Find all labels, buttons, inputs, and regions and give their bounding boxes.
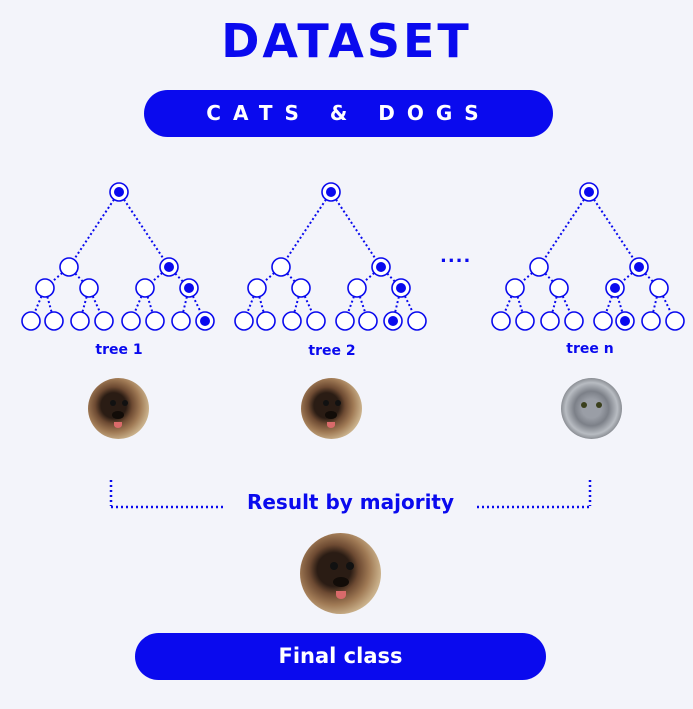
tree-node-active-marker [376, 262, 386, 272]
final-dog-photo [300, 533, 381, 614]
dog-snout [325, 411, 337, 419]
page-title: DATASET [221, 14, 472, 68]
dog-eye [122, 400, 128, 406]
tree-node-active-marker [396, 283, 406, 293]
tree-leaf-node [641, 311, 661, 331]
tree-node [79, 278, 99, 298]
tree-leaf-node [256, 311, 276, 331]
tree-leaf-node [70, 311, 90, 331]
dog-eye [110, 400, 116, 406]
tree-node [35, 278, 55, 298]
tree-leaf-node [94, 311, 114, 331]
dog-snout [112, 411, 124, 419]
tree-1-label: tree 1 [95, 342, 143, 358]
tree-leaf-node [540, 311, 560, 331]
tree-n-label: tree n [566, 341, 614, 357]
tree-n-cat-photo [561, 378, 622, 439]
tree-leaf-node [491, 311, 511, 331]
tree-node [247, 278, 267, 298]
tree-edge [280, 191, 332, 268]
dog-tongue [114, 422, 122, 428]
tree-leaf-node [44, 311, 64, 331]
tree-leaf-node [335, 311, 355, 331]
dog-tongue [336, 591, 346, 599]
tree-leaf-node [564, 311, 584, 331]
tree-node [347, 278, 367, 298]
tree-leaf-node [306, 311, 326, 331]
tree-node [271, 257, 291, 277]
tree-node-active-marker [184, 283, 194, 293]
tree-leaf-node-active-marker [200, 316, 210, 326]
tree-node-active-marker [164, 262, 174, 272]
tree-edge [68, 191, 120, 268]
tree-node-active-marker [634, 262, 644, 272]
final-class-pill: Final class [135, 633, 546, 680]
tree-2-dog-photo [301, 378, 362, 439]
tree-leaf-node [282, 311, 302, 331]
tree-node [505, 278, 525, 298]
tree-leaf-node-active-marker [388, 316, 398, 326]
dog-eye [330, 562, 338, 570]
tree-1-dog-photo [88, 378, 149, 439]
tree-2-graph [234, 182, 427, 331]
tree-edge [538, 191, 590, 268]
dog-snout [333, 577, 349, 587]
tree-node [291, 278, 311, 298]
tree-leaf-node [171, 311, 191, 331]
tree-node [549, 278, 569, 298]
tree-edge [330, 191, 382, 268]
tree-1-graph [21, 182, 215, 331]
tree-leaf-node [21, 311, 41, 331]
tree-node [135, 278, 155, 298]
tree-leaf-node [121, 311, 141, 331]
tree-leaf-node [145, 311, 165, 331]
tree-leaf-node [665, 311, 685, 331]
tree-leaf-node [407, 311, 427, 331]
dog-eye [335, 400, 341, 406]
tree-edge [118, 191, 170, 268]
tree-node [59, 257, 79, 277]
result-by-majority-label: Result by majority [246, 490, 455, 514]
cat-eye [596, 402, 602, 408]
majority-bracket [109, 480, 592, 509]
tree-root-node-active-marker [114, 187, 124, 197]
dog-eye [346, 562, 354, 570]
tree-leaf-node [234, 311, 254, 331]
tree-leaf-node [358, 311, 378, 331]
dog-tongue [327, 422, 335, 428]
tree-2-label: tree 2 [308, 343, 356, 359]
tree-root-node-active-marker [326, 187, 336, 197]
tree-leaf-node [593, 311, 613, 331]
dataset-pill: CATS & DOGS [144, 90, 553, 137]
tree-edge [588, 191, 640, 268]
tree-leaf-node [515, 311, 535, 331]
cat-eye [581, 402, 587, 408]
tree-leaf-node-active-marker [620, 316, 630, 326]
tree-node [529, 257, 549, 277]
tree-node [649, 278, 669, 298]
ellipsis: .... [440, 246, 472, 267]
tree-node-active-marker [610, 283, 620, 293]
tree-root-node-active-marker [584, 187, 594, 197]
dog-eye [323, 400, 329, 406]
tree-n-graph [491, 182, 685, 331]
